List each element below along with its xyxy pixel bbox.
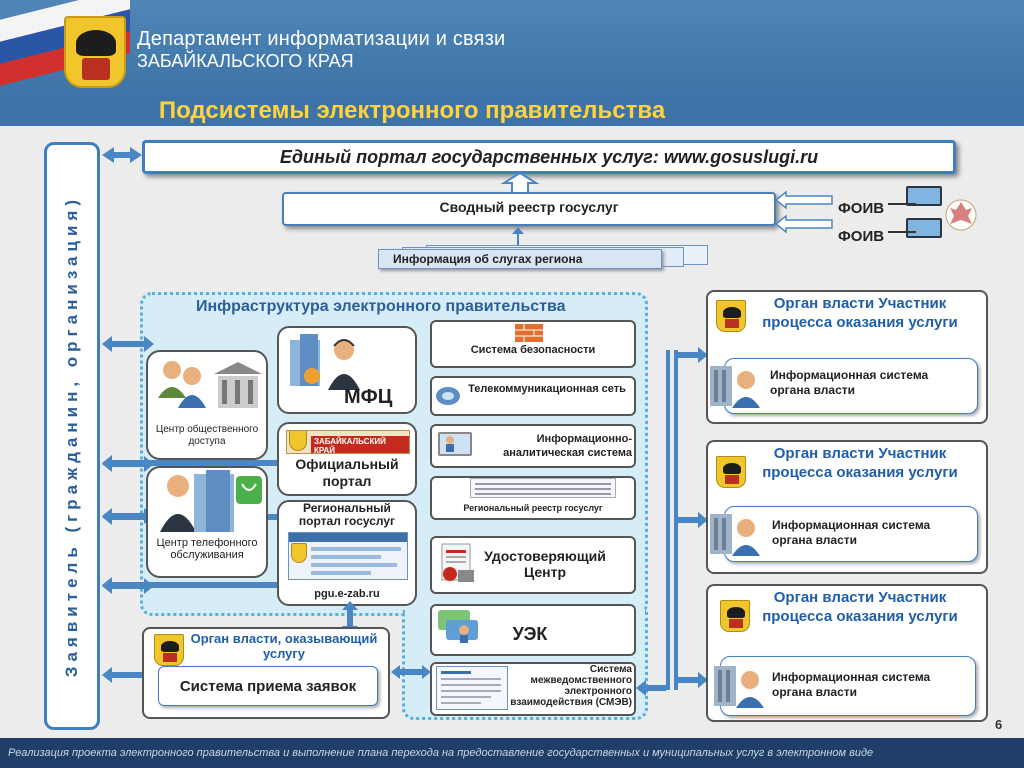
applicant-box: [44, 142, 100, 730]
applicant-portal-arrow: [102, 147, 142, 163]
emblem-icon: [716, 456, 746, 488]
analytics-label: Информационно-аналитическая система: [503, 433, 632, 459]
emblem-icon: [720, 600, 750, 632]
regional-portal-label: Региональный портал госуслуг: [298, 501, 396, 528]
foiv-arrows: [774, 190, 833, 234]
certificate-icon: [441, 543, 474, 582]
participant-system-label-1: Информационная система органа власти: [770, 368, 929, 397]
registry-table-thumbnail: [470, 478, 616, 498]
participant-title-2: Орган власти Участник процесса оказания …: [762, 445, 958, 481]
system-admin-icon: [714, 666, 764, 708]
emblem-icon: [289, 431, 307, 451]
reception-system-label: Система приема заявок: [179, 678, 357, 695]
uek-label: УЭК: [512, 624, 548, 644]
system-admin-icon: [710, 366, 760, 408]
participant-system-label-3: Информационная система органа власти: [772, 670, 931, 699]
cert-center-label: Удостоверяющий Центр: [484, 548, 606, 580]
system-admin-icon: [710, 514, 760, 556]
regional-registry-label: Региональный реестр госуслуг: [463, 503, 603, 513]
phone-center-label: Центр телефонного обслуживания: [156, 537, 258, 561]
participant-title-3: Орган власти Участник процесса оказания …: [762, 589, 958, 625]
foiv-label-2: ФОИВ: [838, 228, 885, 245]
public-access-label: Центр общественного доступа: [155, 424, 259, 447]
regional-portal-url: pgu.e-zab.ru: [314, 588, 380, 600]
russian-coat-of-arms-icon: [945, 199, 977, 231]
zabaikalsky-emblem-icon: [64, 16, 126, 88]
network-icon: [436, 387, 460, 405]
official-portal-banner-text: ЗАБАЙКАЛЬСКИЙ КРАЙ: [311, 436, 409, 453]
page-title: Подсистемы электронного правительства: [158, 97, 666, 124]
telecom-box: [430, 376, 636, 416]
emblem-icon: [154, 634, 184, 666]
applicant-label: Заявитель (гражданин, организация): [62, 194, 81, 678]
summary-registry-label: Сводный реестр госуслуг: [439, 199, 619, 215]
reception-system-box: [158, 666, 378, 706]
footer-text: Реализация проекта электронного правител…: [0, 738, 1024, 768]
registry-up-arrow: [500, 172, 540, 194]
applicant-reception-arrow: [102, 667, 160, 683]
smev-bus-arrows: [636, 347, 708, 696]
region-info-label: Информация об слугах региона: [393, 252, 583, 266]
participant-title-1: Орган власти Участник процесса оказания …: [762, 295, 958, 331]
participant-system-1: [724, 358, 978, 414]
telecom-label: Телекоммуникационная сеть: [468, 383, 626, 395]
infrastructure-title: Инфраструктура электронного правительств…: [196, 298, 566, 315]
participant-system-label-2: Информационная система органа власти: [772, 518, 931, 547]
mfc-building-operator-icon: [290, 334, 360, 390]
call-center-operator-icon: [160, 470, 262, 532]
smev-label: Система межведомственного электронного в…: [510, 664, 632, 708]
department-line2: ЗАБАЙКАЛЬСКОГО КРАЯ: [137, 51, 354, 71]
header-band: [0, 0, 1024, 96]
mfc-label: МФЦ: [344, 386, 393, 408]
security-system-label: Система безопасности: [470, 344, 596, 356]
portal-reception-arrow: [342, 601, 358, 635]
official-portal-banner: ЗАБАЙКАЛЬСКИЙ КРАЙ: [286, 430, 410, 454]
analytics-monitor-icon: [438, 432, 472, 456]
page-number: 6: [995, 717, 1003, 732]
title-band: [0, 96, 1024, 126]
unified-portal-box: Единый портал государственных услуг: www…: [142, 140, 956, 174]
computer-icon: [888, 186, 942, 238]
emblem-icon: [716, 300, 746, 332]
summary-registry-box: Сводный реестр госуслуг: [282, 192, 776, 226]
participant-system-2: [724, 506, 978, 562]
reception-smev-arrow: [391, 665, 431, 679]
people-building-icon: [158, 361, 262, 408]
service-org-title: Орган власти, оказывающий услугу: [190, 631, 378, 661]
official-portal-label: Официальный портал: [295, 456, 399, 489]
region-info-card: Информация об слугах региона: [378, 249, 662, 269]
electronic-card-icon: [438, 610, 478, 643]
foiv-label-1: ФОИВ: [838, 200, 885, 217]
firewall-icon: [515, 324, 543, 342]
smev-document-icon: [436, 666, 508, 710]
department-line1: Департамент информатизации и связи: [137, 28, 506, 50]
regional-portal-screenshot: [288, 532, 408, 580]
unified-portal-label: Единый портал государственных услуг: www…: [279, 147, 819, 167]
